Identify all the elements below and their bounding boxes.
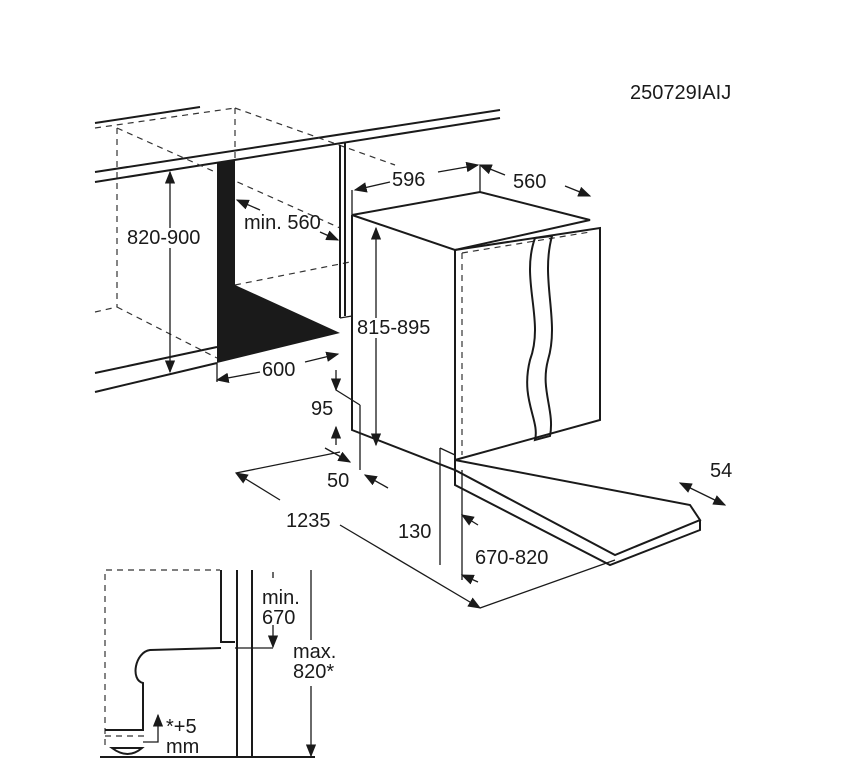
plinth-height-label: 95	[311, 398, 334, 420]
niche-depth-label: min. 560	[244, 212, 321, 234]
detail-min-label: min.	[262, 587, 300, 609]
plinth-depth-label: 50	[327, 470, 350, 492]
drawing-code: 250729IAIJ	[630, 82, 732, 104]
niche-side-panel	[217, 160, 340, 363]
detail-min-value: 670	[262, 607, 296, 629]
detail-adjust-value: *+5	[166, 716, 197, 738]
door-adjust-label: 54	[710, 460, 733, 482]
door-height-label: 670-820	[475, 547, 549, 569]
appliance-width-label: 596	[392, 169, 426, 191]
appliance-height-label: 815-895	[357, 317, 431, 339]
detail-max-label: max.	[293, 641, 337, 663]
detail-max-value: 820*	[293, 661, 335, 683]
niche-height-label: 820-900	[127, 227, 201, 249]
dishwasher-body	[351, 190, 702, 567]
appliance-depth-label: 560	[513, 171, 547, 193]
niche-width-label: 600	[262, 359, 296, 381]
detail-adjust-unit: mm	[166, 736, 200, 758]
plinth-detail	[100, 569, 317, 758]
dimension-lines	[164, 161, 727, 609]
door-open-depth-label: 1235	[286, 510, 331, 532]
worktop	[94, 106, 501, 393]
door-offset-label: 130	[398, 521, 432, 543]
